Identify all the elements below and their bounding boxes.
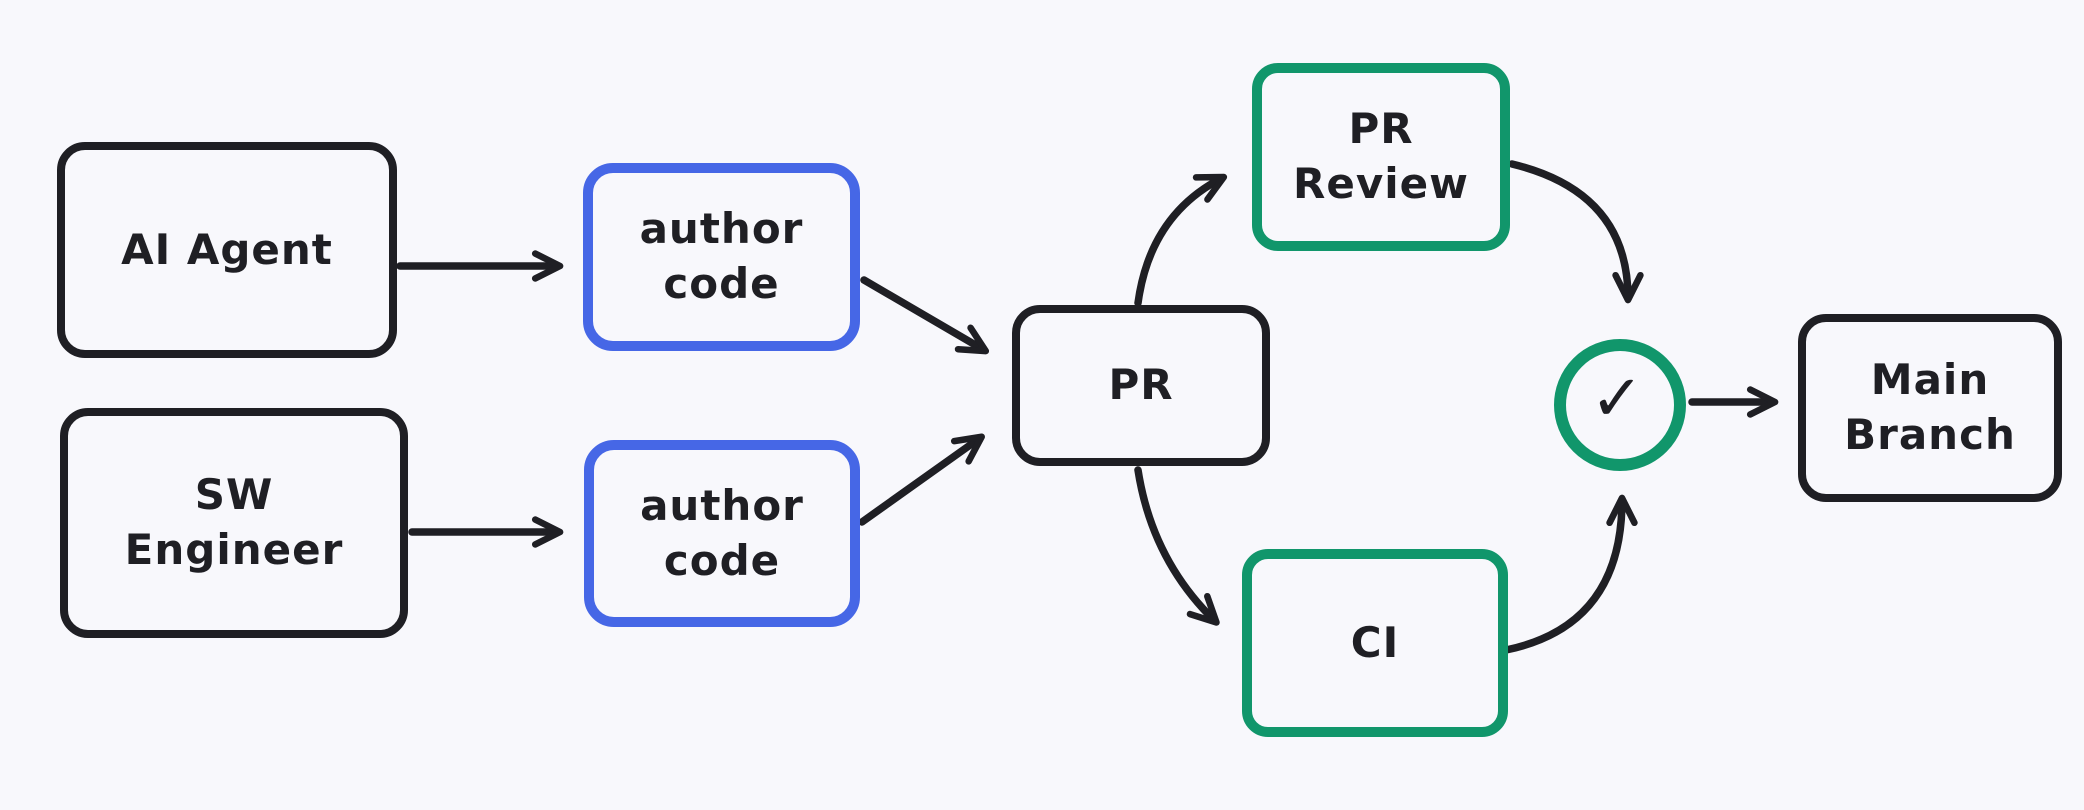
node-author-code-top: author code [583,163,860,351]
arrow-pr-to-pr-review [1134,173,1228,307]
node-pr-review: PR Review [1252,63,1510,251]
arrow-author-code-bottom-to-pr [858,433,985,526]
node-pr-label: PR [1108,360,1174,410]
node-author-code-top-label-line2: code [663,259,780,308]
node-main-branch: Main Branch [1798,314,2062,502]
arrow-pr-to-ci [1134,466,1220,626]
node-author-code-top-label-line1: author [639,204,804,254]
arrow-author-code-top-to-pr [860,276,990,355]
node-main-branch-label-line2: Branch [1844,410,2016,459]
node-pr-review-label-line2: Review [1293,159,1469,208]
node-sw-engineer-label-line2: Engineer [124,525,344,574]
node-author-code-bottom: author code [584,440,860,627]
check-icon: ✓ [1590,362,1644,436]
node-ai-agent-label: AI Agent [121,224,333,274]
node-ci: CI [1242,549,1508,737]
arrow-ci-to-check [1502,494,1638,654]
arrow-pr-review-to-check [1508,160,1644,304]
node-main-branch-label-line1: Main [1870,355,1990,405]
node-sw-engineer: SW Engineer [60,408,408,638]
node-sw-engineer-label-line1: SW [194,470,274,520]
node-author-code-bottom-label-line2: code [663,535,781,585]
node-pr-review-label-line1: PR [1348,104,1414,154]
node-pr: PR [1012,305,1270,466]
node-approval-check: ✓ [1554,339,1686,471]
node-ci-label: CI [1350,617,1400,667]
node-author-code-bottom-label-line1: author [640,480,804,530]
node-ai-agent: AI Agent [57,142,397,358]
